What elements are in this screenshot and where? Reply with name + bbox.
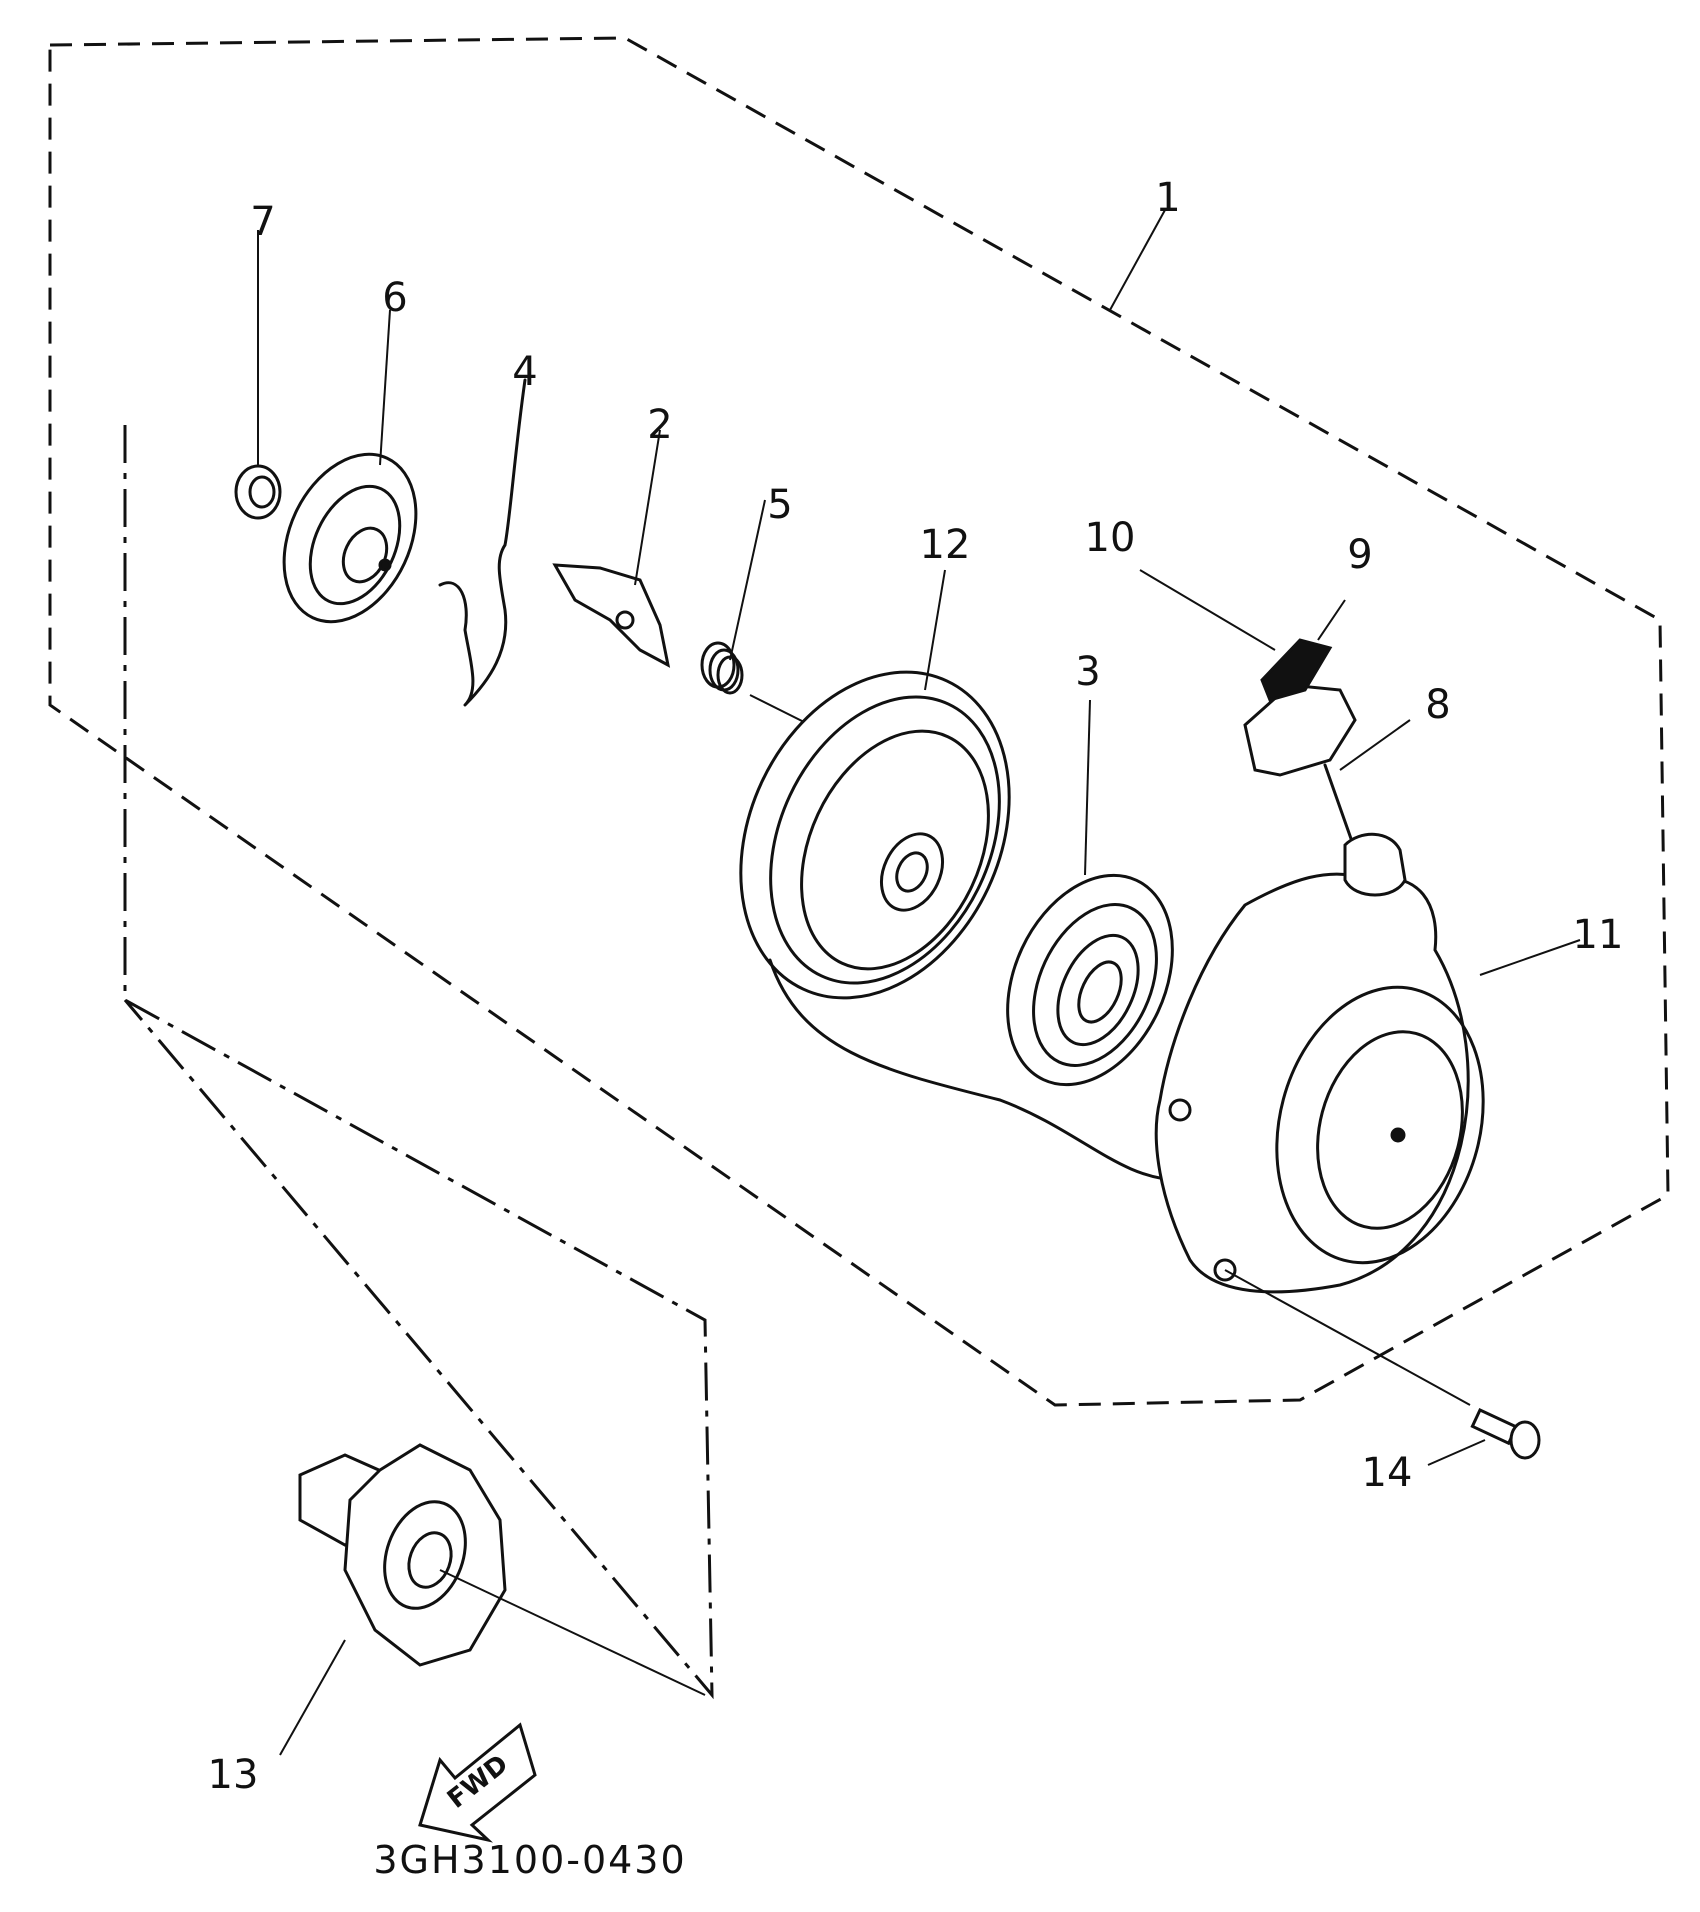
drive-plate-spring-drawing — [438, 378, 527, 707]
part-label-10: 10 — [1084, 515, 1136, 561]
part-label-5: 5 — [767, 482, 793, 528]
starter-case-drawing — [1154, 832, 1581, 1294]
part-label-1: 1 — [1155, 175, 1181, 221]
drive-plate-drawing — [282, 309, 418, 624]
assembly-leader — [1109, 209, 1166, 311]
part-label-6: 6 — [382, 275, 408, 321]
nut-drawing — [234, 230, 282, 520]
part-label-4: 4 — [512, 349, 538, 395]
drawing-number: 3GH3100-0430 — [373, 1838, 687, 1882]
handle-drawing — [1139, 569, 1357, 777]
part-label-13: 13 — [207, 1752, 259, 1798]
part-label-11: 11 — [1572, 912, 1624, 958]
pulley-projection-plane — [123, 425, 714, 1700]
bolt-drawing — [1224, 1269, 1541, 1466]
pawl-spring-drawing — [700, 499, 811, 726]
spiral-spring-drawing — [1006, 699, 1174, 1087]
part-label-2: 2 — [647, 402, 673, 448]
pulley-drawing — [279, 1443, 706, 1756]
fwd-arrow-icon — [418, 1722, 537, 1843]
part-label-14: 14 — [1361, 1450, 1413, 1496]
part-label-9: 9 — [1347, 532, 1373, 578]
part-label-7: 7 — [250, 199, 276, 245]
pawl-drawing — [552, 429, 671, 668]
starter-rope-drawing — [1323, 719, 1411, 852]
sheave-drum-drawing — [739, 569, 1182, 1182]
part-label-12: 12 — [919, 522, 971, 568]
part-label-8: 8 — [1425, 682, 1451, 728]
assembly-boundary — [48, 36, 1670, 1407]
part-label-3: 3 — [1075, 649, 1101, 695]
